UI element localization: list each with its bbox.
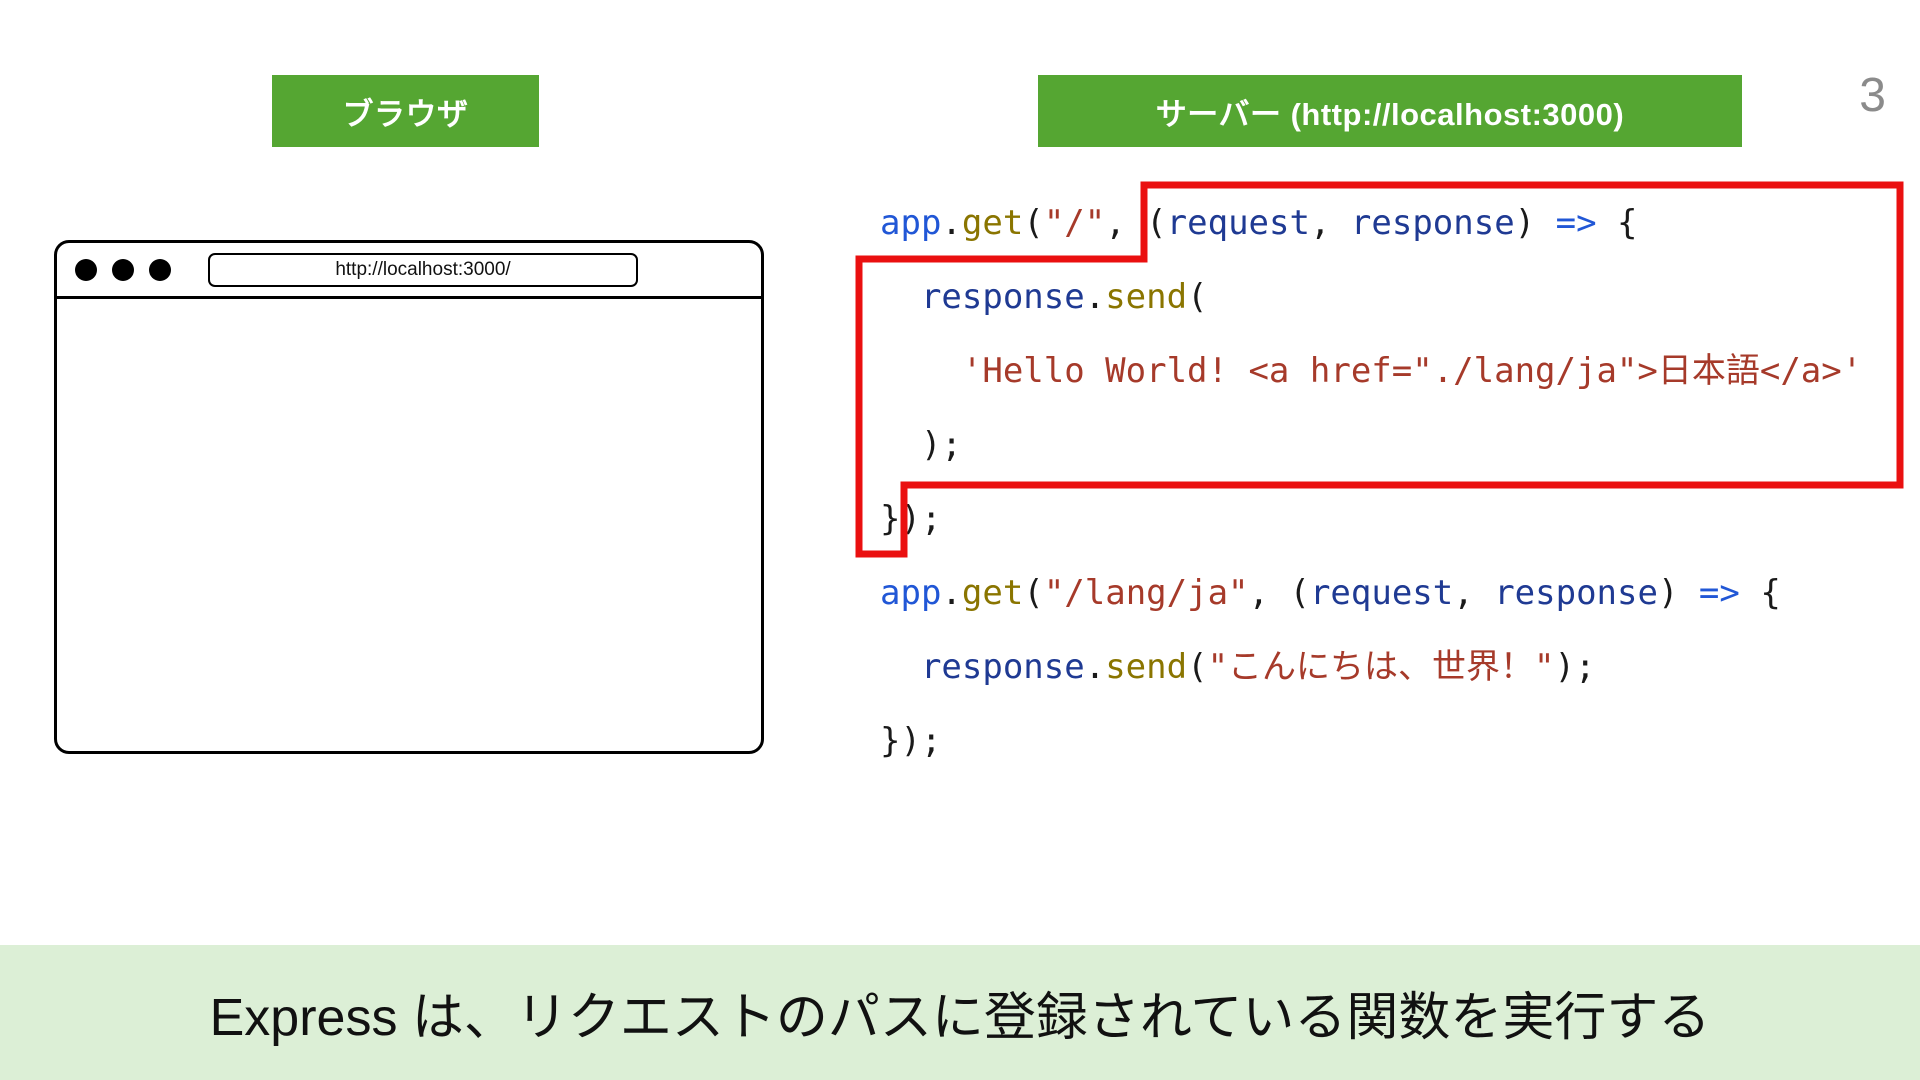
browser-label: ブラウザ — [272, 75, 539, 147]
footer-text: Express は、リクエストのパスに登録されている関数を実行する — [209, 989, 1711, 1047]
browser-window: http://localhost:3000/ — [54, 240, 764, 754]
window-dot-icon — [75, 258, 97, 281]
address-bar-url: http://localhost:3000/ — [335, 258, 511, 280]
server-label: サーバー (http://localhost:3000) — [1038, 75, 1742, 147]
address-bar: http://localhost:3000/ — [208, 252, 638, 287]
server-code-block: app.get("/", (request, response) => { re… — [880, 186, 1862, 778]
browser-page-content — [57, 299, 761, 751]
page-number: 3 — [1859, 69, 1886, 122]
code-line-5: }); — [880, 499, 942, 539]
code-line-2: response.send( — [920, 277, 1208, 317]
footer-banner: Express は、リクエストのパスに登録されている関数を実行する — [0, 945, 1920, 1080]
code-line-3: 'Hello World! <a href="./lang/ja">日本語</a… — [961, 351, 1863, 391]
browser-titlebar: http://localhost:3000/ — [57, 243, 761, 299]
window-dot-icon — [112, 258, 134, 281]
code-line-4: ); — [880, 425, 962, 465]
window-dot-icon — [149, 258, 171, 281]
code-line-8: }); — [880, 721, 942, 761]
code-line-7: response.send("こんにちは、世界！"); — [920, 647, 1596, 687]
code-line-6: app.get("/lang/ja", (request, response) … — [880, 573, 1781, 613]
code-line-1: app.get("/", (request, response) => { — [880, 203, 1638, 243]
